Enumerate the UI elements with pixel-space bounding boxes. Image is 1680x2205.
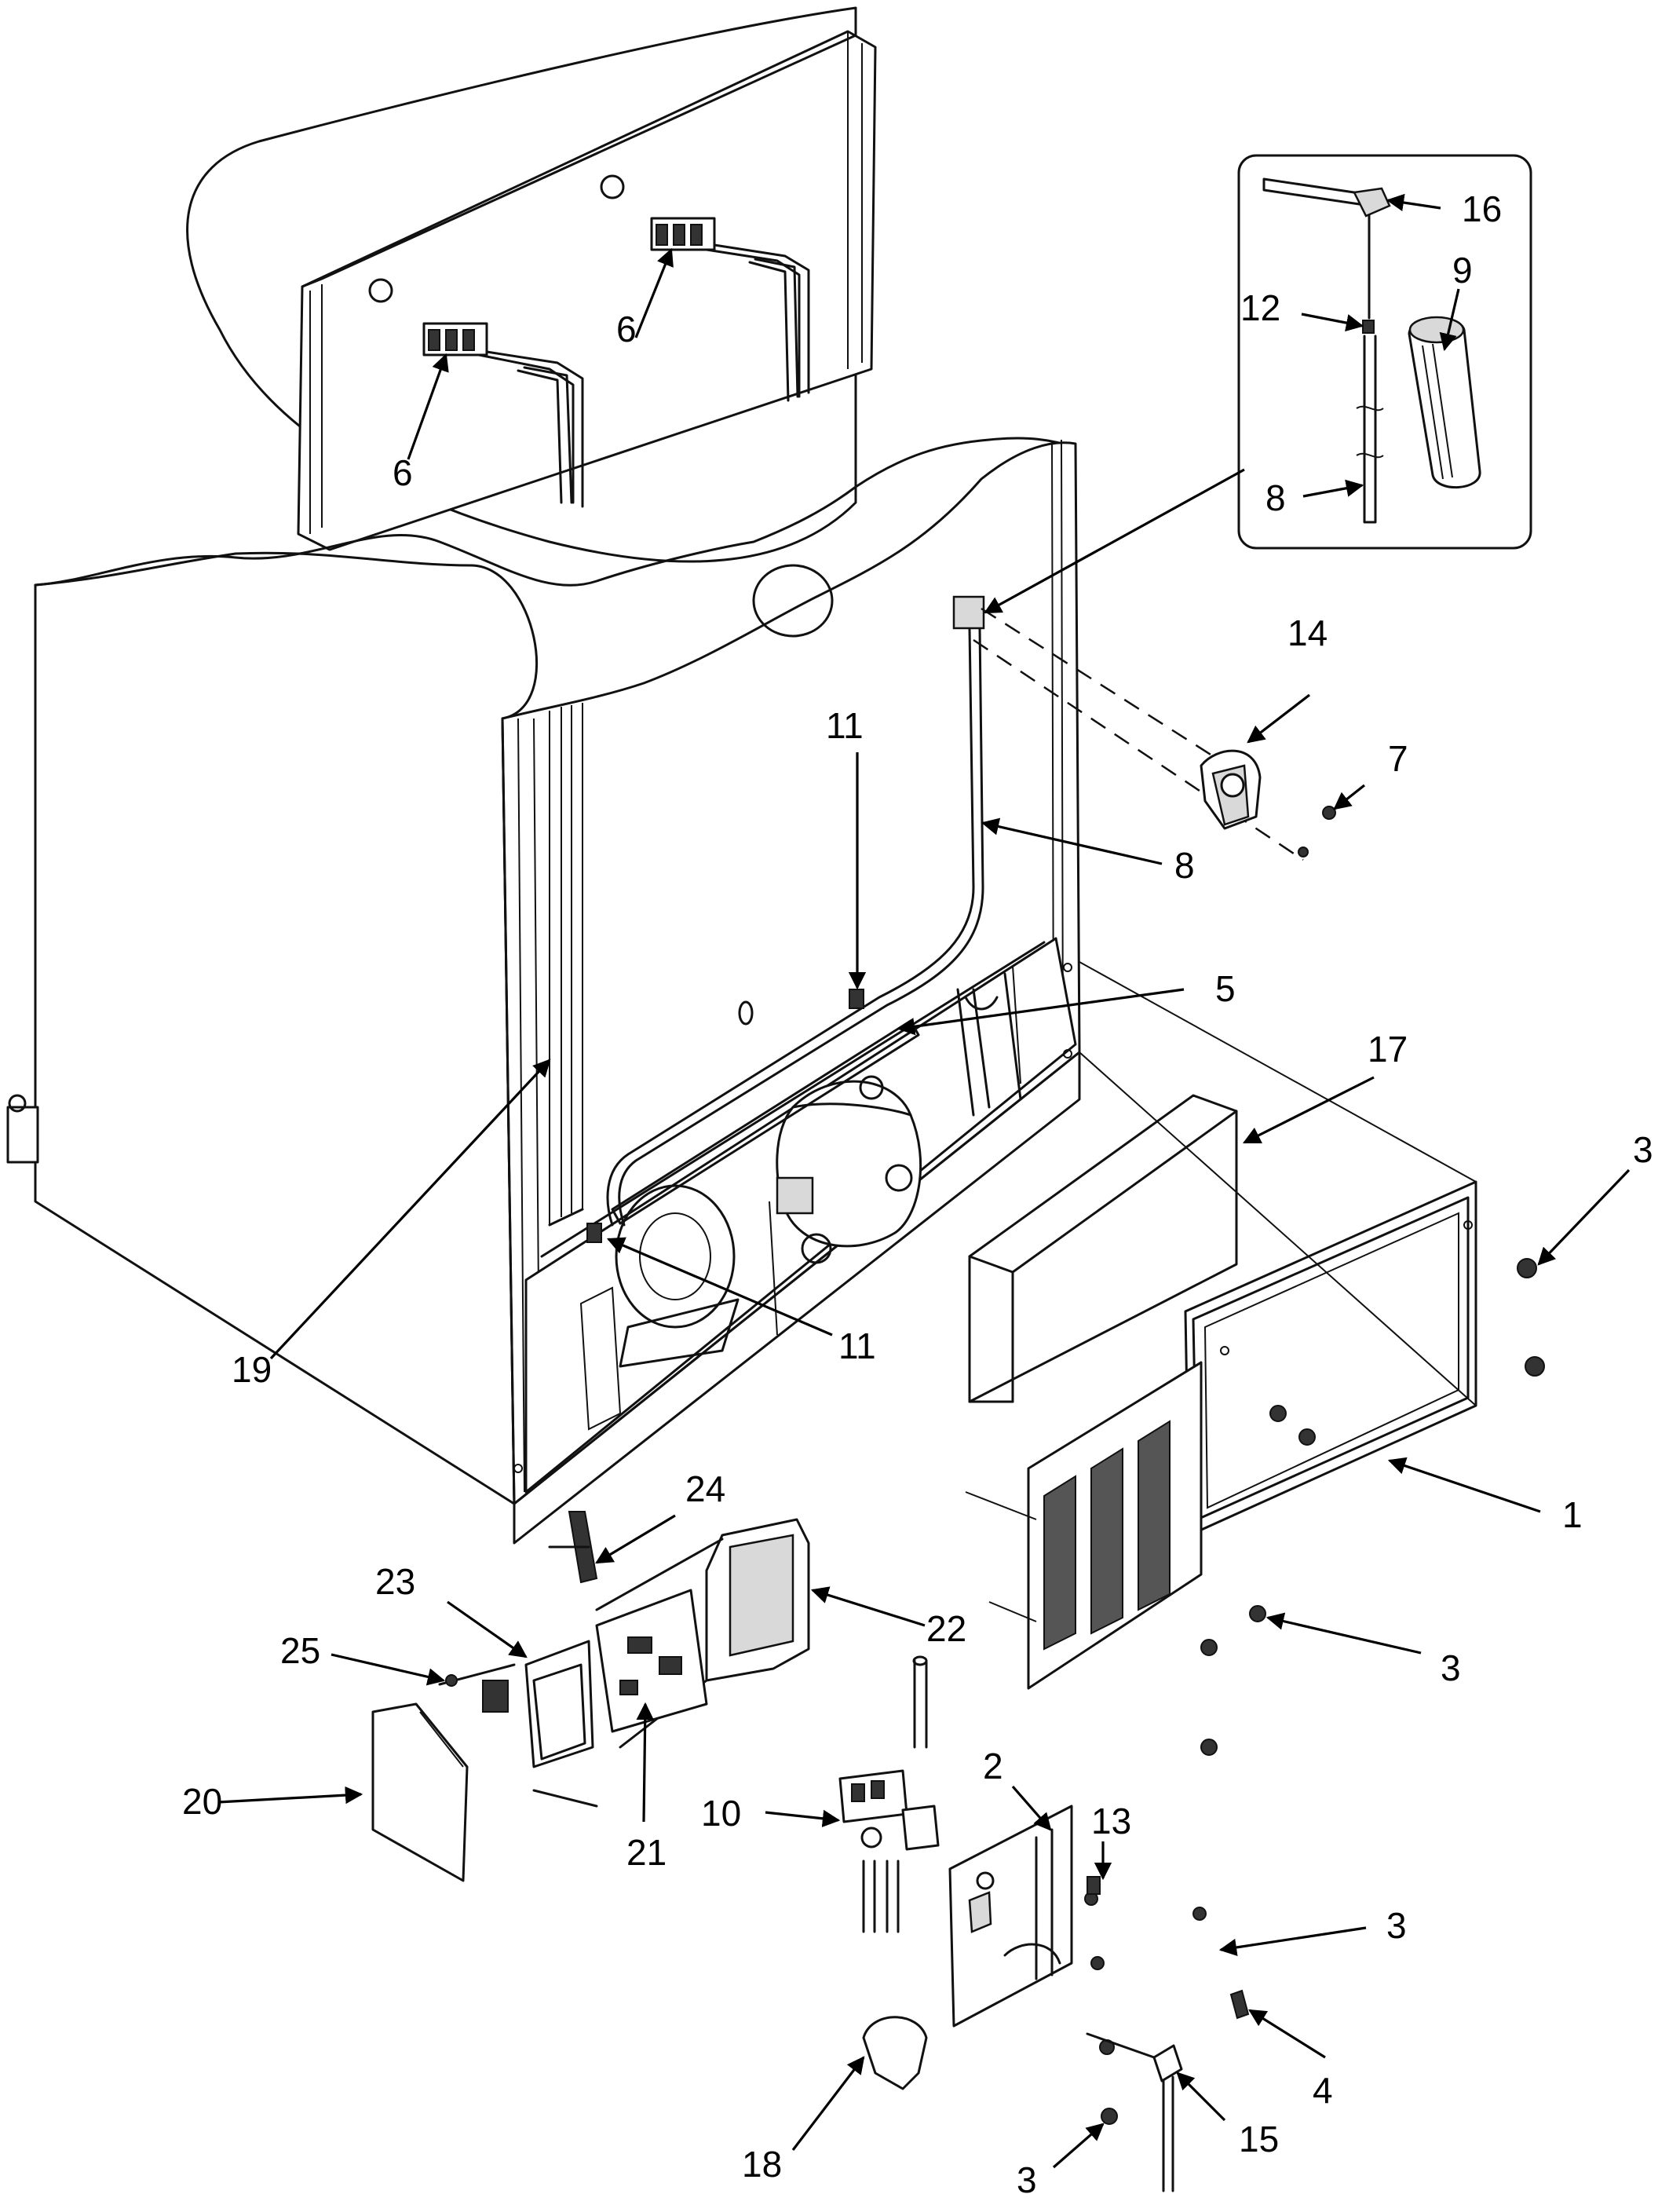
callout-25: 25 [280,1630,320,1671]
callout-5: 5 [1215,968,1236,1009]
drain-cap [952,595,985,630]
callout-leaders [217,193,1631,2169]
callout-6-left: 6 [393,452,413,493]
callout-6-right: 6 [616,309,637,349]
wire-harness-connector-left [422,322,584,508]
callout-13: 13 [1091,1801,1131,1841]
callout-8-inset: 8 [1265,477,1286,518]
callout-7: 7 [1388,738,1408,779]
drain-heater-bracket [1200,749,1336,858]
callout-18: 18 [742,2144,782,2185]
callout-4: 4 [1313,2070,1333,2111]
callout-23: 23 [375,1561,415,1602]
callout-3-lower: 3 [1386,1905,1407,1946]
condenser-fan [615,1184,740,1368]
tube-clip-lower [586,1223,602,1243]
water-tube-clamp [862,2016,928,2090]
callout-3-right: 3 [1633,1129,1653,1170]
refrigerator-cabinet [6,437,1081,1545]
callout-11-lower: 11 [838,1326,876,1366]
callout-1: 1 [1562,1494,1583,1535]
control-box-assembly [371,1511,810,1882]
vented-grille [965,1361,1203,1690]
callout-10: 10 [701,1793,741,1834]
callout-11-upper: 11 [826,705,864,746]
callout-3-mid: 3 [1441,1647,1461,1688]
callout-14: 14 [1287,612,1328,653]
callout-3-bottom: 3 [1017,2159,1037,2200]
callout-22: 22 [926,1608,966,1649]
callout-17: 17 [1368,1029,1408,1070]
callout-12: 12 [1240,287,1280,328]
defrost-drain-inset [1237,154,1532,550]
callout-9: 9 [1452,250,1473,291]
callout-20: 20 [182,1781,222,1822]
valve-mounting-bracket [948,1805,1105,2028]
water-valve-assembly [838,1655,940,1933]
callout-16: 16 [1462,188,1502,229]
callout-24: 24 [685,1468,725,1509]
compressor [776,1075,922,1264]
callout-8: 8 [1174,845,1195,886]
callout-21: 21 [626,1832,667,1873]
callout-15: 15 [1239,2119,1279,2159]
wire-harness-connector-right [650,217,810,402]
inlet-fitting [1152,2044,1183,2192]
callout-2: 2 [983,1746,1003,1786]
freezer-detail-bubble [186,6,877,563]
tube-clip-upper [849,989,864,1009]
callout-19: 19 [232,1349,272,1390]
insulation-block [968,1094,1238,1403]
panel-screws [1200,1258,1545,1756]
callout-labels: 16 12 9 8 14 7 8 11 5 17 3 11 19 1 3 22 … [182,188,1653,2200]
